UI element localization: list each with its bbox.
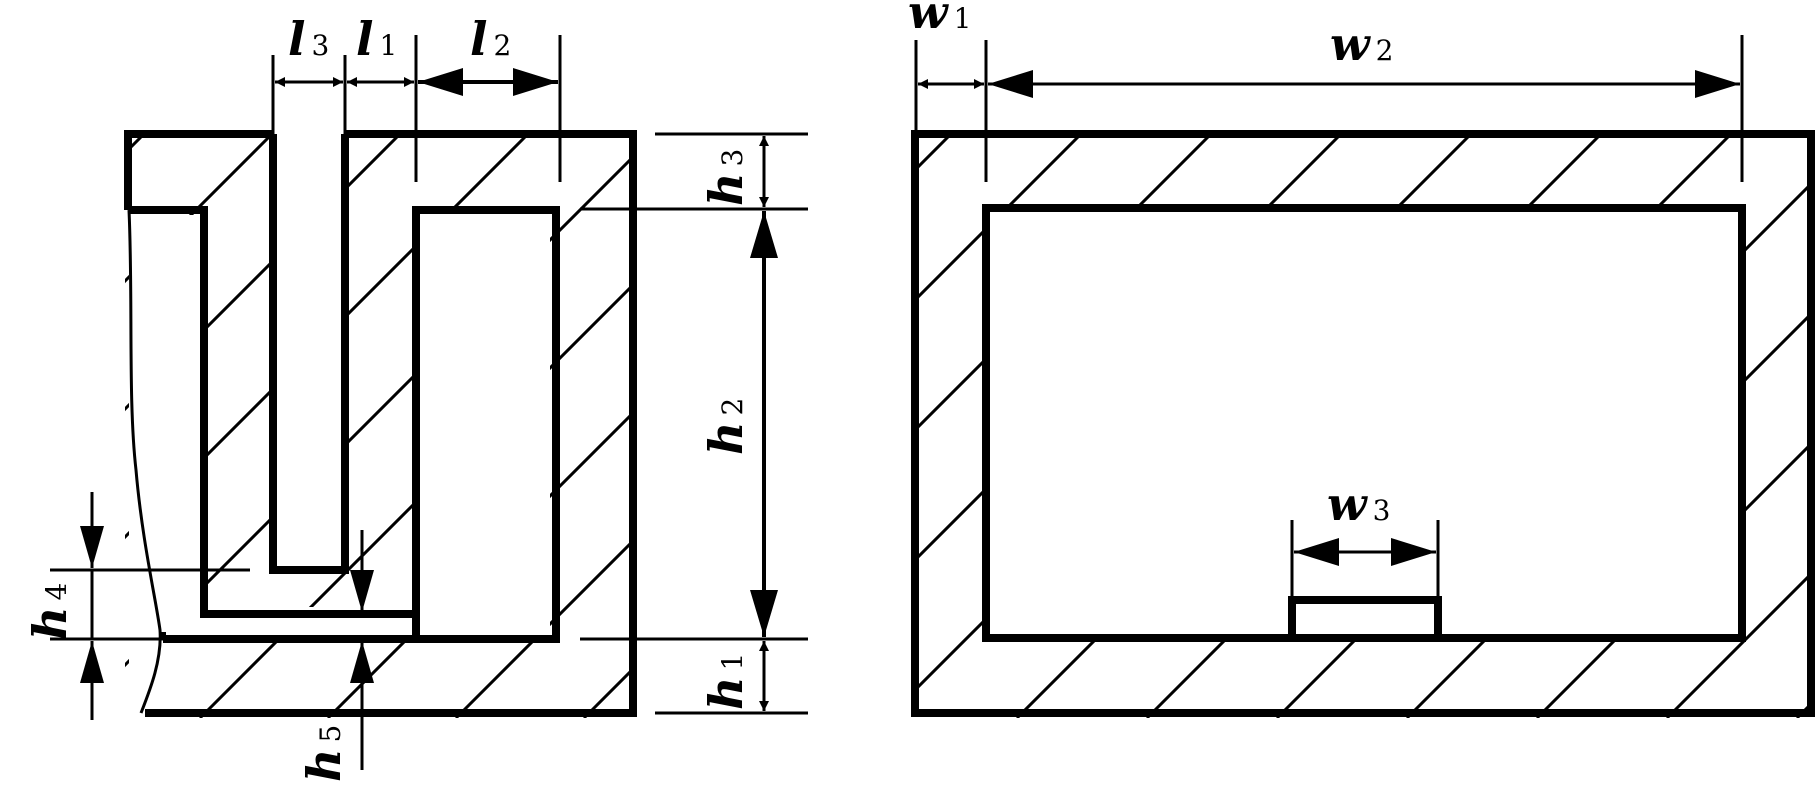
right-bottom-step	[1288, 596, 1442, 642]
left-outer-boundary	[124, 130, 273, 210]
right-outer-boundary	[911, 130, 1815, 717]
right-inner-cavity	[982, 204, 1746, 642]
hatch-line	[1096, 133, 1681, 718]
label-h5: h5	[297, 725, 351, 782]
left-hatching	[125, 133, 1681, 718]
slot-boundary	[269, 134, 349, 574]
hatch-line	[912, 133, 954, 176]
dim-w3-arrow-left	[1294, 538, 1339, 566]
dim-h2-arrow-top	[750, 211, 778, 258]
hatch-line	[912, 133, 1474, 696]
label-h2: h2	[699, 398, 753, 455]
dim-h5-arrow-top	[350, 570, 374, 612]
hatch-line	[198, 280, 635, 718]
dim-h5-arrow-bottom	[350, 641, 374, 683]
dim-l2-arrow-right	[513, 68, 558, 96]
dim-w2-arrow-right	[1695, 70, 1740, 98]
hatch-line	[968, 133, 1553, 718]
dim-h2-arrow-bottom	[750, 590, 778, 637]
dim-w2-arrow-left	[988, 70, 1033, 98]
dim-h4-arrow-top	[80, 526, 104, 568]
left-break-line	[127, 209, 162, 714]
dim-l2-arrow-left	[418, 68, 463, 96]
hatch-line	[326, 408, 635, 718]
hatch-line	[582, 664, 635, 718]
hatch-line	[1145, 133, 1734, 718]
label-h3: h3	[699, 149, 753, 206]
hatch-line	[1015, 133, 1604, 718]
hatch-line	[912, 133, 1084, 306]
dim-h4-arrow-bottom	[80, 641, 104, 683]
hatch-line	[125, 133, 531, 540]
hatch-line	[125, 133, 275, 284]
left-channel-boundary	[129, 206, 412, 618]
hatch-line	[1275, 177, 1815, 718]
hatch-line	[912, 133, 1214, 436]
hatch-line	[912, 133, 1344, 566]
right-cavity	[412, 206, 560, 643]
hatch-line	[1665, 567, 1815, 718]
left-outer-right-boundary	[145, 130, 637, 717]
dim-w3-arrow-right	[1391, 538, 1436, 566]
right-hatching	[912, 133, 1815, 718]
hatch-line	[840, 133, 1425, 718]
hatch-line	[1535, 437, 1815, 718]
label-h1: h1	[699, 653, 753, 710]
label-h4: h4	[23, 583, 77, 640]
hatch-line	[1405, 307, 1815, 718]
hatch-line	[125, 133, 403, 412]
hatch-line	[712, 133, 1297, 718]
